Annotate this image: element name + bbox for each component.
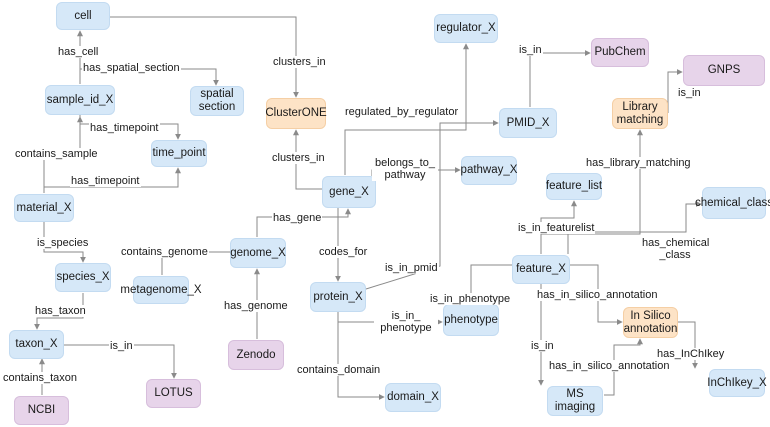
node-feature: feature_X (512, 255, 570, 284)
node-gene: gene_X (322, 176, 376, 208)
edge-is-in-featurelist (540, 200, 577, 254)
label-is-in-ms: is_in (530, 340, 555, 352)
label-contains-domain: contains_domain (296, 364, 382, 376)
node-zenodo: Zenodo (228, 340, 284, 370)
label-is-in-phenotype-2: is_in_ phenotype (374, 310, 438, 334)
node-feature-list: feature_list (546, 173, 602, 200)
node-species: species_X (55, 263, 111, 292)
label-contains-taxon: contains_taxon (2, 372, 78, 384)
node-lotus: LOTUS (146, 379, 201, 408)
label-has-genome: has_genome (223, 300, 289, 312)
edge-regulated-by (344, 43, 469, 175)
label-is-in-gnps: is_in (677, 87, 702, 99)
label-clusters-in-1: clusters_in (272, 56, 327, 68)
label-clusters-in-2: clusters_in (271, 152, 326, 164)
edge-clusters-in-2 (293, 129, 322, 190)
label-has-library-matching: has_library_matching (585, 157, 692, 169)
label-has-spatial-section: has_spatial_section (82, 62, 181, 74)
label-has-timepoint-1: has_timepoint (89, 122, 160, 134)
node-inchikey: InChIkey_X (707, 369, 767, 397)
node-material: material_X (14, 194, 74, 222)
node-genome: genome_X (230, 238, 286, 268)
label-has-in-silico-annotation-1: has_in_silico_annotation (536, 289, 659, 301)
label-is-in-pmid: is_in_pmid (384, 262, 439, 274)
edge-clusters-in-1 (110, 16, 299, 98)
label-regulated-by: regulated_by_regulator (344, 106, 460, 118)
label-contains-genome: contains_genome (120, 246, 209, 258)
node-ncbi: NCBI (14, 396, 69, 425)
node-pathway: pathway_X (461, 156, 517, 185)
node-pubchem: PubChem (591, 38, 649, 67)
label-has-inchikey: has_InChIkey (656, 348, 726, 360)
node-protein: protein_X (310, 282, 366, 312)
edge-has-in-silico-2 (604, 338, 643, 396)
node-chemical-class: chemical_class (695, 187, 770, 219)
node-ms-imaging: MS imaging (547, 386, 603, 416)
label-is-in-lotus: is_in (109, 340, 134, 352)
label-codes-for: codes_for (318, 246, 369, 258)
label-is-in-featurelist: is_in_featurelist (517, 222, 596, 234)
label-has-gene: has_gene (272, 212, 323, 224)
node-regulator: regulator_X (434, 14, 498, 43)
node-in-silico-annotation: In Silico annotation (623, 307, 678, 338)
edge-is-in-pubchem (529, 50, 591, 107)
node-clusterone: ClusterONE (265, 98, 327, 129)
label-has-cell: has_cell (57, 46, 100, 58)
label-is-in-phenotype-1: is_in_phenotype (429, 293, 512, 305)
node-cell: cell (56, 2, 110, 30)
edge-has-timepoint-2 (43, 167, 181, 193)
label-has-taxon: has_taxon (34, 305, 87, 317)
edge-is-in-pmid (365, 120, 499, 290)
edge-has-inchikey (678, 321, 698, 369)
node-library-matching: Library matching (612, 98, 668, 129)
node-sample-id: sample_id_X (45, 85, 115, 115)
node-pmid: PMID_X (499, 108, 557, 138)
node-taxon: taxon_X (9, 330, 64, 359)
edge-is-in-gnps (667, 69, 683, 113)
node-domain: domain_X (385, 383, 441, 412)
label-belongs-to-pathway: belongs_to_ pathway (372, 157, 438, 181)
edge-is-in-lotus (64, 344, 177, 379)
edge-contains-domain (337, 312, 385, 400)
edge-has-chemical-class (567, 201, 702, 254)
label-has-chemical-class: has_chemical _class (641, 237, 710, 261)
label-has-timepoint-2: has_timepoint (70, 175, 141, 187)
node-time-point: time_point (151, 140, 207, 167)
node-gnps: GNPS (683, 55, 765, 86)
node-phenotype: phenotype (443, 304, 499, 336)
label-contains-sample: contains_sample (14, 148, 99, 160)
node-spatial-section: spatial section (190, 86, 244, 116)
label-is-in-pubchem: is_in (518, 44, 543, 56)
label-has-in-silico-annotation-2: has_in_silico_annotation (548, 360, 671, 372)
label-is-species: is_species (36, 237, 90, 249)
node-metagenome: metagenome_X (120, 276, 202, 304)
